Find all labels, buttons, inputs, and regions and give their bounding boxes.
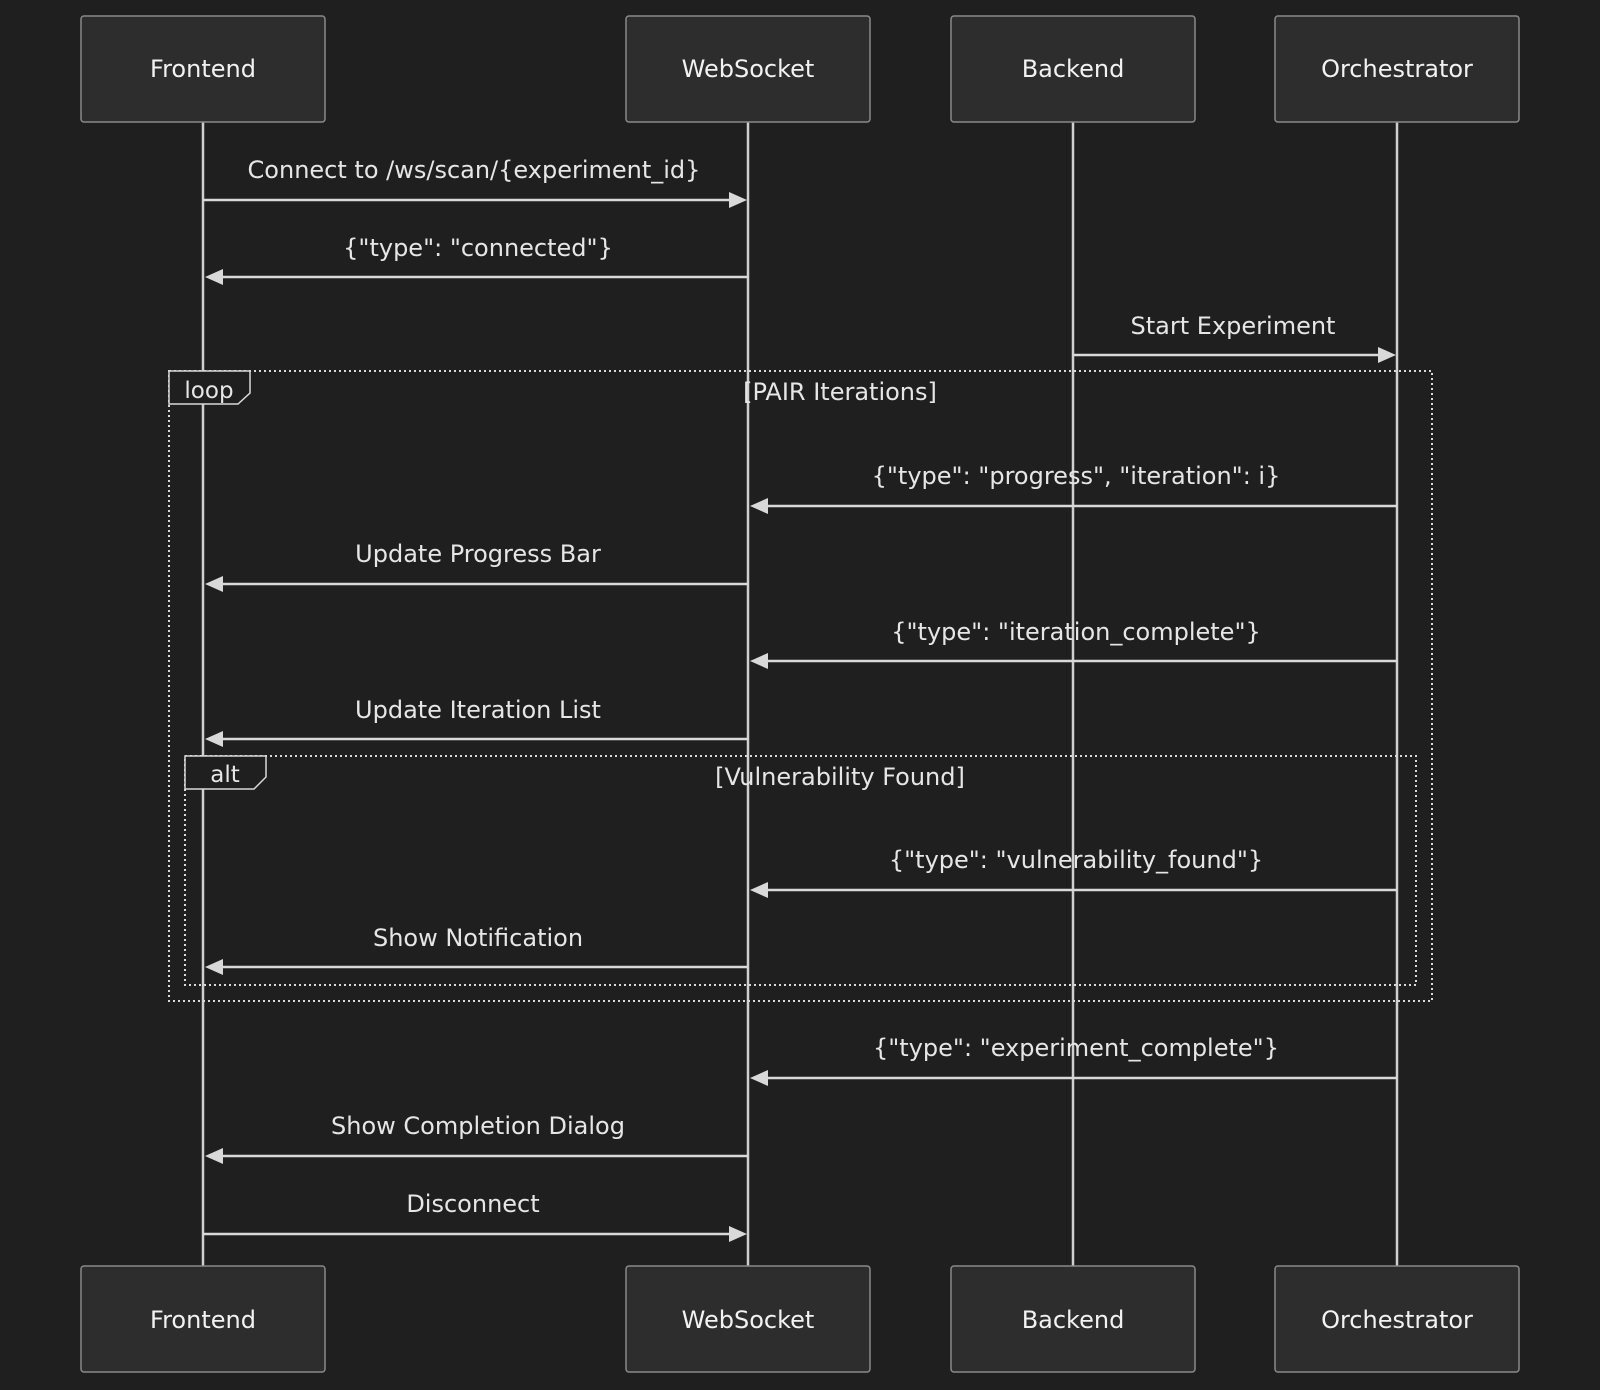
message-label: Update Iteration List: [355, 696, 601, 724]
arrowhead: [205, 1148, 223, 1164]
message-label: Start Experiment: [1131, 312, 1336, 340]
message-update-iteration-list: Update Iteration List: [205, 696, 748, 747]
arrowhead: [750, 498, 768, 514]
actor-label: Backend: [1022, 1306, 1125, 1334]
arrowhead: [750, 1070, 768, 1086]
loop-frame-tab: [168, 370, 251, 405]
alt-keyword: alt: [210, 762, 240, 788]
message-label: {"type": "progress", "iteration": i}: [872, 462, 1281, 490]
message-label: {"type": "iteration_complete"}: [891, 618, 1261, 646]
message-label: {"type": "vulnerability_found"}: [889, 846, 1263, 874]
alt-frame-tab: [184, 755, 267, 790]
message-update-progress-bar: Update Progress Bar: [205, 540, 748, 592]
actor-frontend-top: Frontend: [80, 15, 326, 123]
actor-backend-bottom: Backend: [950, 1265, 1196, 1373]
message-label: Update Progress Bar: [355, 540, 601, 568]
actor-label: Orchestrator: [1321, 1306, 1473, 1334]
message-disconnect: Disconnect: [203, 1190, 747, 1242]
message-label: {"type": "connected"}: [343, 234, 613, 262]
actor-orchestrator-bottom: Orchestrator: [1274, 1265, 1520, 1373]
message-experiment-complete: {"type": "experiment_complete"}: [750, 1034, 1397, 1086]
message-label: Connect to /ws/scan/{experiment_id}: [248, 156, 701, 184]
arrowhead: [205, 959, 223, 975]
message-show-completion-dialog: Show Completion Dialog: [205, 1112, 748, 1164]
actor-label: WebSocket: [682, 1306, 815, 1334]
arrowhead: [205, 269, 223, 285]
message-vulnerability-found: {"type": "vulnerability_found"}: [750, 846, 1397, 898]
actor-backend-top: Backend: [950, 15, 1196, 123]
actor-label: Frontend: [150, 55, 256, 83]
message-label: Show Completion Dialog: [331, 1112, 625, 1140]
actor-websocket-top: WebSocket: [625, 15, 871, 123]
message-iteration-complete: {"type": "iteration_complete"}: [750, 618, 1397, 669]
actor-frontend-bottom: Frontend: [80, 1265, 326, 1373]
actor-label: Frontend: [150, 1306, 256, 1334]
message-label: Disconnect: [406, 1190, 539, 1218]
message-start-experiment: Start Experiment: [1073, 312, 1396, 363]
actor-label: WebSocket: [682, 55, 815, 83]
loop-keyword: loop: [184, 378, 233, 404]
arrowhead: [205, 731, 223, 747]
actor-orchestrator-top: Orchestrator: [1274, 15, 1520, 123]
arrowhead: [750, 653, 768, 669]
actor-websocket-bottom: WebSocket: [625, 1265, 871, 1373]
message-show-notification: Show Notification: [205, 924, 748, 975]
message-label: {"type": "experiment_complete"}: [873, 1034, 1279, 1062]
arrowhead: [729, 1226, 747, 1242]
loop-condition: [PAIR Iterations]: [743, 378, 937, 406]
loop-frame: loop [PAIR Iterations]: [168, 370, 1433, 1002]
message-connect: Connect to /ws/scan/{experiment_id}: [203, 156, 747, 208]
arrowhead: [729, 192, 747, 208]
message-progress: {"type": "progress", "iteration": i}: [750, 462, 1397, 514]
arrowhead: [205, 576, 223, 592]
actor-label: Backend: [1022, 55, 1125, 83]
arrowhead: [1378, 347, 1396, 363]
arrowhead: [750, 882, 768, 898]
alt-frame: alt [Vulnerability Found]: [184, 755, 1417, 986]
message-connected: {"type": "connected"}: [205, 234, 748, 285]
message-label: Show Notification: [373, 924, 583, 952]
actor-label: Orchestrator: [1321, 55, 1473, 83]
alt-condition: [Vulnerability Found]: [715, 763, 965, 791]
